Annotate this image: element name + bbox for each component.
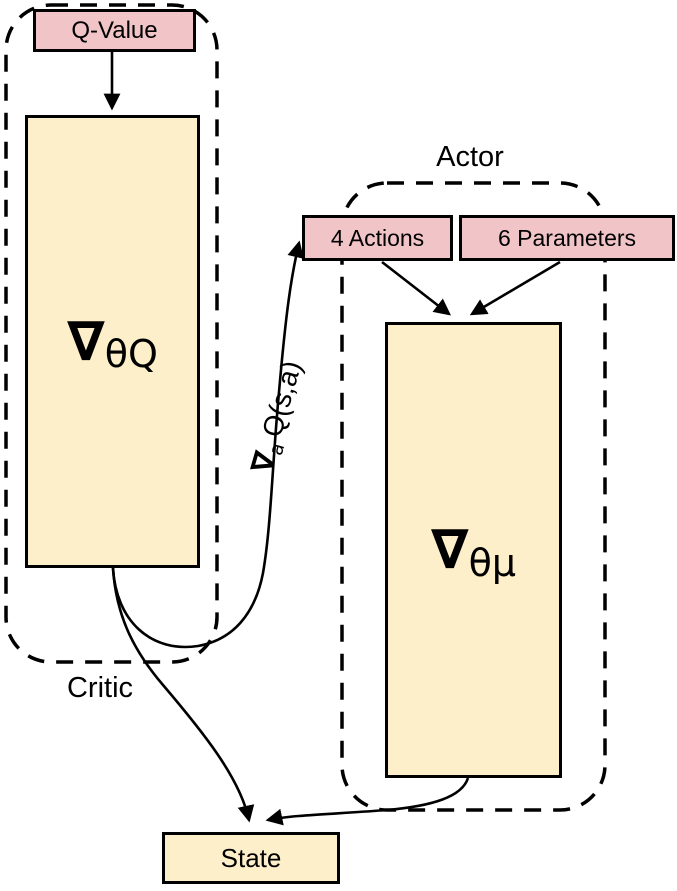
state-box: State [162, 832, 340, 884]
nabla-symbol: ∇ [430, 518, 469, 582]
parameters-to-actor-net-arrow [469, 260, 561, 316]
nabla-symbol: ∇ [67, 309, 105, 373]
critic-to-state-arrow [111, 567, 255, 823]
critic-network-label: ∇ θQ [67, 309, 158, 373]
actor-network-label: ∇ θμ [430, 518, 516, 582]
critic-network-subscript: θQ [104, 332, 158, 377]
actor-group-label: Actor [436, 141, 504, 173]
actions-to-actor-net-arrow [381, 260, 452, 316]
state-label: State [220, 842, 282, 873]
critic-group-outline [4, 3, 219, 664]
parameters-box: 6 Parameters [459, 215, 675, 261]
actor-group-outline [340, 181, 607, 812]
q-value-box: Q-Value [33, 9, 196, 52]
actions-label: 4 Actions [330, 224, 425, 251]
actions-box: 4 Actions [302, 215, 453, 261]
actor-network-box: ∇ θμ [385, 322, 562, 778]
critic-to-actions-gradient-arrow [111, 240, 304, 649]
parameters-label: 6 Parameters [497, 224, 637, 251]
critic-network-box: ∇ θQ [25, 115, 200, 568]
critic-group-label: Critic [66, 672, 134, 704]
actor-network-subscript: θμ [468, 540, 517, 585]
q-value-label: Q-Value [71, 16, 158, 44]
actor-net-to-state-arrow [265, 777, 470, 826]
